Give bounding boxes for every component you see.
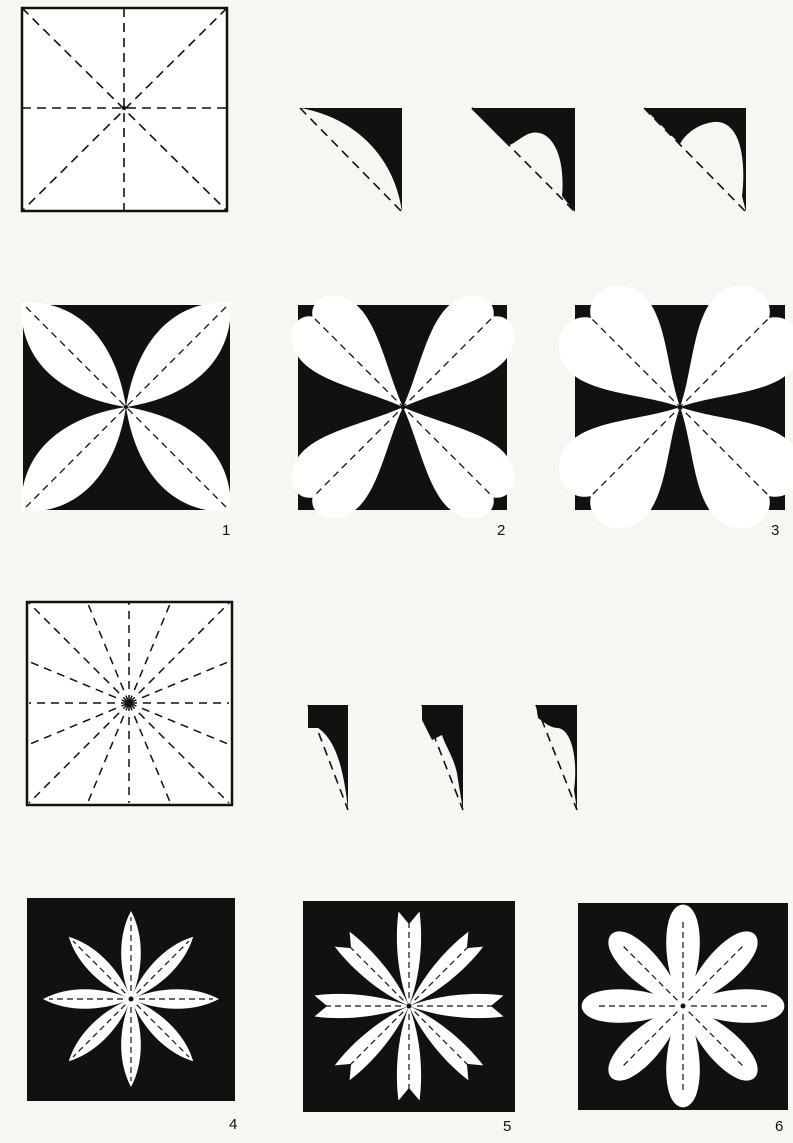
- figure-number-1: 1: [222, 522, 230, 539]
- cut-template-5: [422, 705, 463, 810]
- figure-number-5: 5: [503, 1118, 511, 1135]
- figure-number-2: 2: [497, 522, 505, 539]
- center-point: [129, 997, 134, 1002]
- result-flower-4: [27, 898, 235, 1101]
- figure-number-6: 6: [775, 1118, 783, 1135]
- result-flower-5: [303, 901, 515, 1112]
- result-flower-6: [578, 903, 788, 1110]
- cut-template-6: [536, 705, 577, 810]
- result-flower-1: [0, 281, 252, 534]
- fold-diagram-16: [27, 602, 232, 805]
- cut-template-4: [308, 705, 348, 810]
- cut-template-1: [300, 108, 402, 212]
- fold-diagram-8: [22, 8, 227, 211]
- center-point: [681, 1004, 686, 1009]
- result-flower-3: [545, 272, 793, 542]
- result-flower-2: [279, 283, 526, 530]
- figure-number-4: 4: [229, 1116, 237, 1133]
- cut-template-2: [472, 108, 575, 212]
- center-point: [407, 1004, 412, 1009]
- figure-number-3: 3: [771, 522, 779, 539]
- cut-template-3: [644, 108, 746, 212]
